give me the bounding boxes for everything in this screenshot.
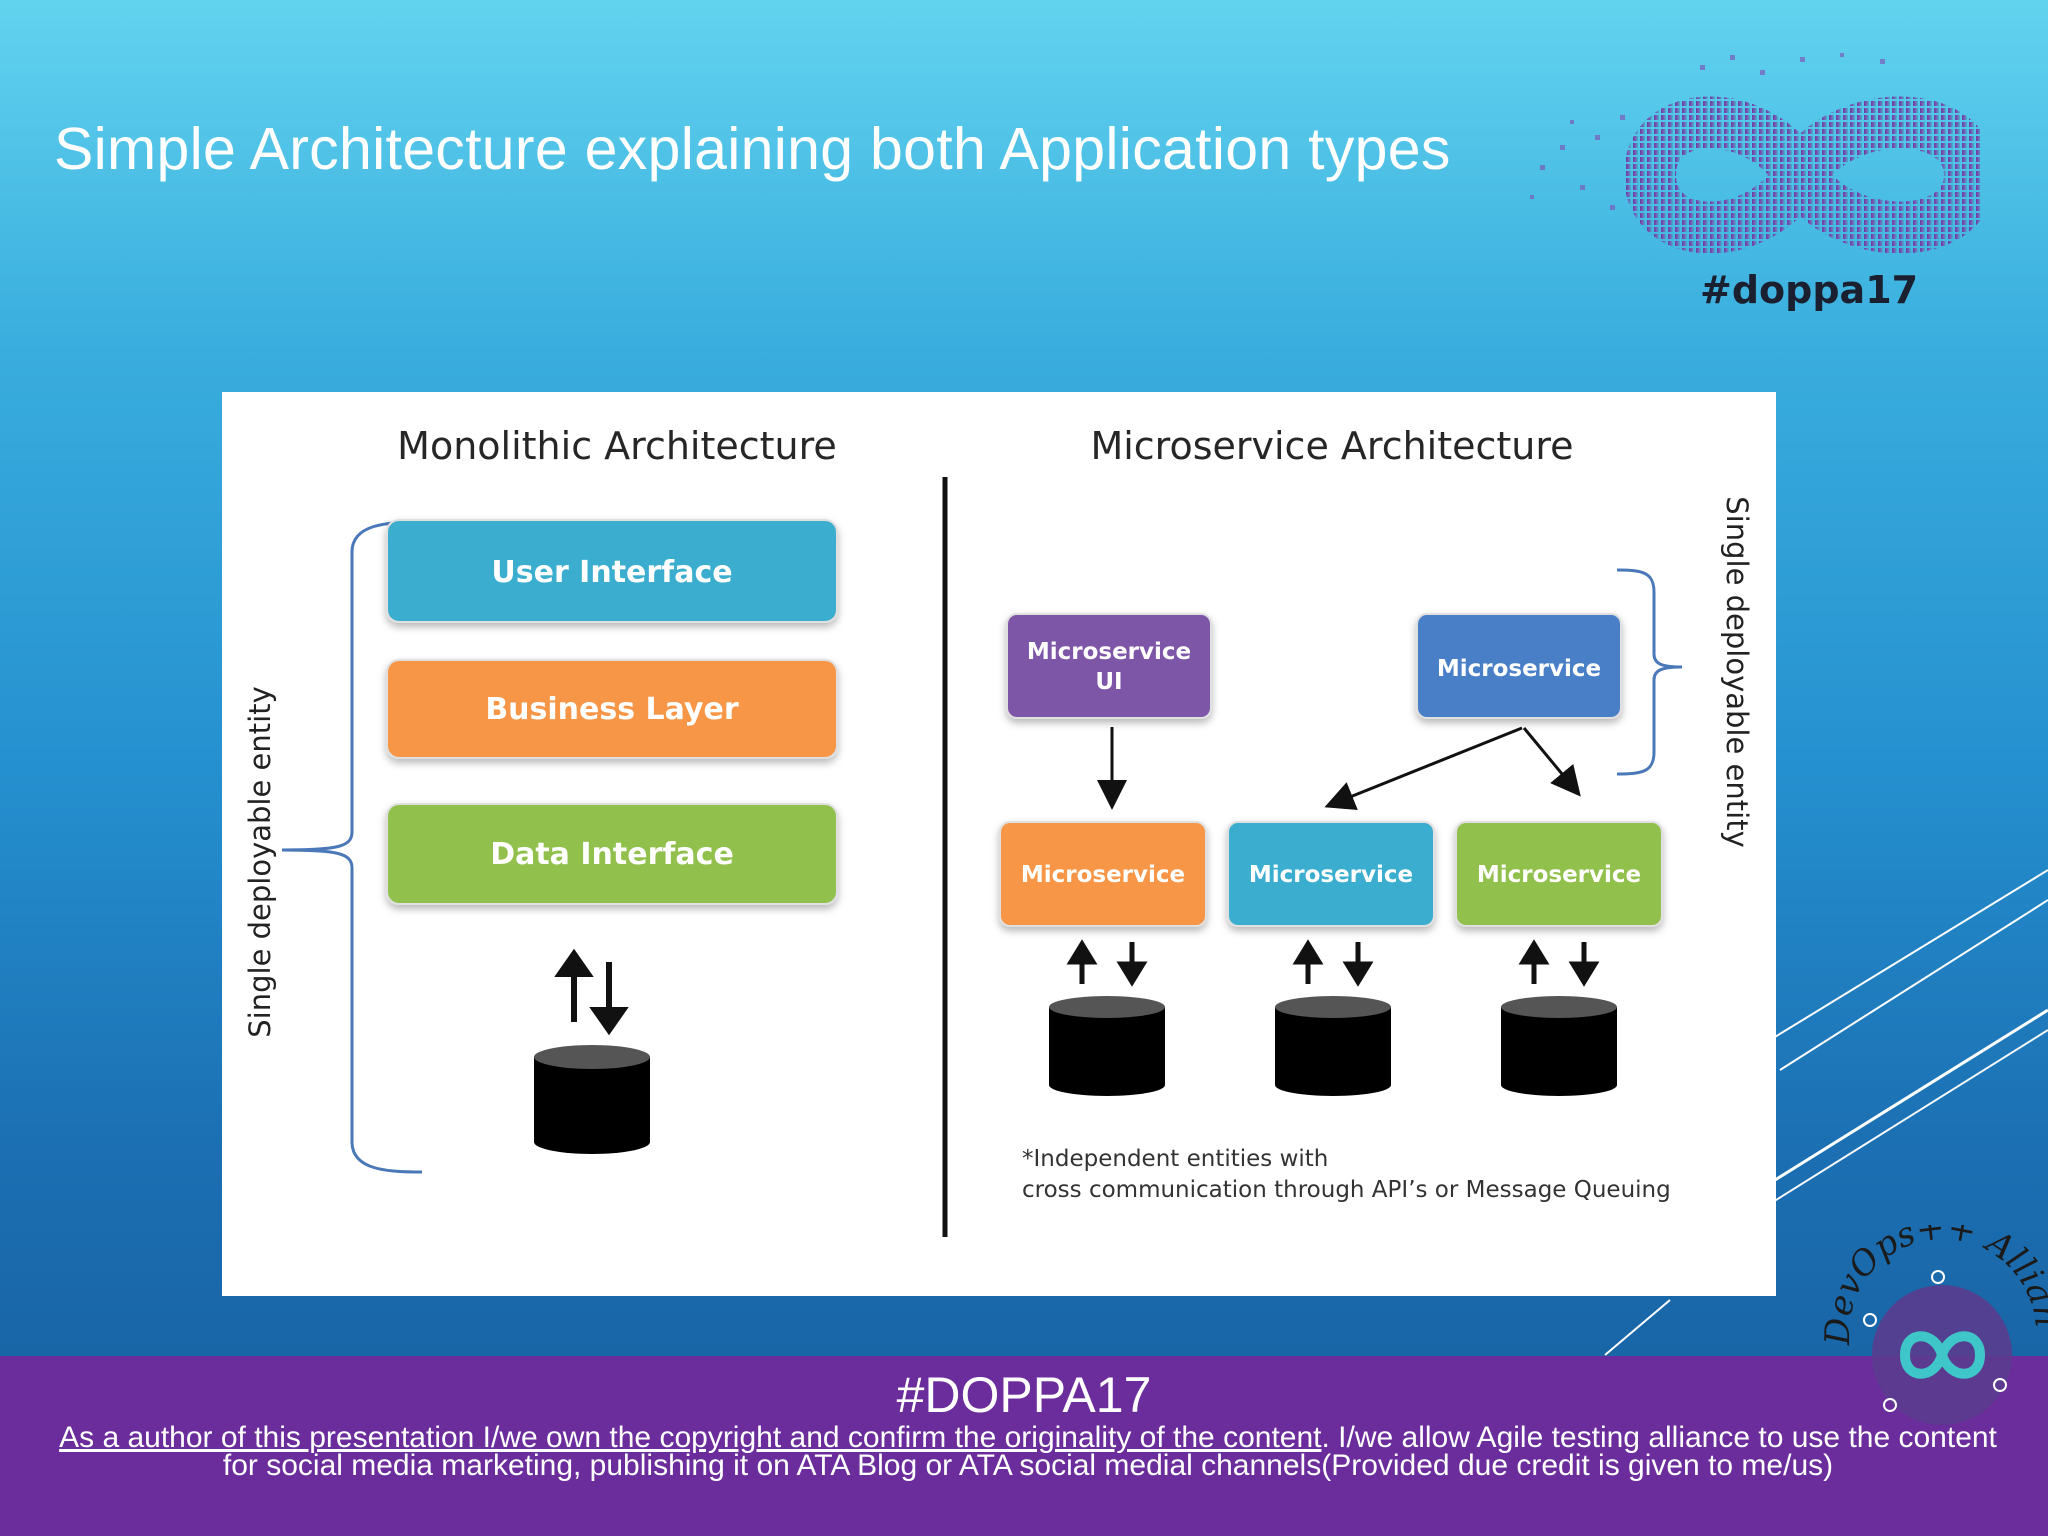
layer-user-interface: User Interface: [386, 519, 838, 623]
layer-data-interface: Data Interface: [386, 803, 838, 905]
microservice-db-group-1: [1049, 939, 1165, 1096]
devops-alliance-logo: DevOps++ Alliance: [1820, 1225, 2048, 1425]
decorative-lines: [1604, 869, 2048, 1356]
layer-label: Business Layer: [485, 692, 739, 727]
database-icon: [1501, 996, 1617, 1096]
microservice-db-group-3: [1501, 939, 1617, 1096]
microservice-ui-label-1: Microservice: [1027, 639, 1191, 665]
footer-copyright-text: As a author of this presentation I/we ow…: [48, 1421, 2008, 1482]
microservice-heading: Microservice Architecture: [1090, 424, 1573, 468]
microservice-label: Microservice: [1477, 862, 1641, 888]
microservice-db-group-2: [1275, 939, 1391, 1096]
footer-bar: #DOPPA17 As a author of this presentatio…: [0, 1356, 2048, 1536]
microservice-top-label: Microservice: [1437, 656, 1601, 682]
infinity-logo: [1530, 53, 1980, 254]
layer-business: Business Layer: [386, 659, 838, 759]
microservice-box-orange: Microservice: [999, 821, 1207, 927]
microservice-note-line-1: *Independent entities with: [1022, 1146, 1328, 1172]
copyright-statement: As a author of this presentation I/we ow…: [59, 1421, 1322, 1454]
diagram-canvas: Monolithic Architecture Microservice Arc…: [243, 424, 1754, 1237]
footer-hashtag: #DOPPA17: [896, 1367, 1152, 1423]
layer-label: User Interface: [491, 555, 732, 590]
database-icon: [1049, 996, 1165, 1096]
monolithic-database-icon: [534, 1045, 650, 1154]
microservice-label: Microservice: [1021, 862, 1185, 888]
microservice-side-label: Single deployable entity: [1720, 496, 1754, 847]
database-icon: [1275, 996, 1391, 1096]
monolithic-side-label: Single deployable entity: [243, 686, 277, 1037]
architecture-diagram: Monolithic Architecture Microservice Arc…: [222, 392, 1776, 1296]
microservice-top-box: Microservice: [1416, 613, 1622, 719]
microservice-ui-box: Microservice UI: [1006, 613, 1212, 719]
monolithic-heading: Monolithic Architecture: [397, 424, 837, 468]
microservice-label: Microservice: [1249, 862, 1413, 888]
layer-label: Data Interface: [490, 837, 734, 872]
microservice-note-line-2: cross communication through API’s or Mes…: [1022, 1177, 1671, 1203]
usage-permission: . I/we allow Agile testing alliance to u…: [222, 1421, 1997, 1482]
microservice-box-blue: Microservice: [1227, 821, 1435, 927]
monolithic-bracket: [281, 520, 423, 1174]
microservice-box-green: Microservice: [1455, 821, 1663, 927]
slide-title: Simple Architecture explaining both Appl…: [54, 116, 1451, 182]
monolithic-db-arrows: [554, 948, 629, 1036]
microservice-arrows: [1097, 726, 1581, 810]
microservice-ui-label-2: UI: [1095, 669, 1122, 695]
logo-hashtag: #doppa17: [1700, 268, 1919, 312]
microservice-bracket: [1616, 568, 1683, 776]
